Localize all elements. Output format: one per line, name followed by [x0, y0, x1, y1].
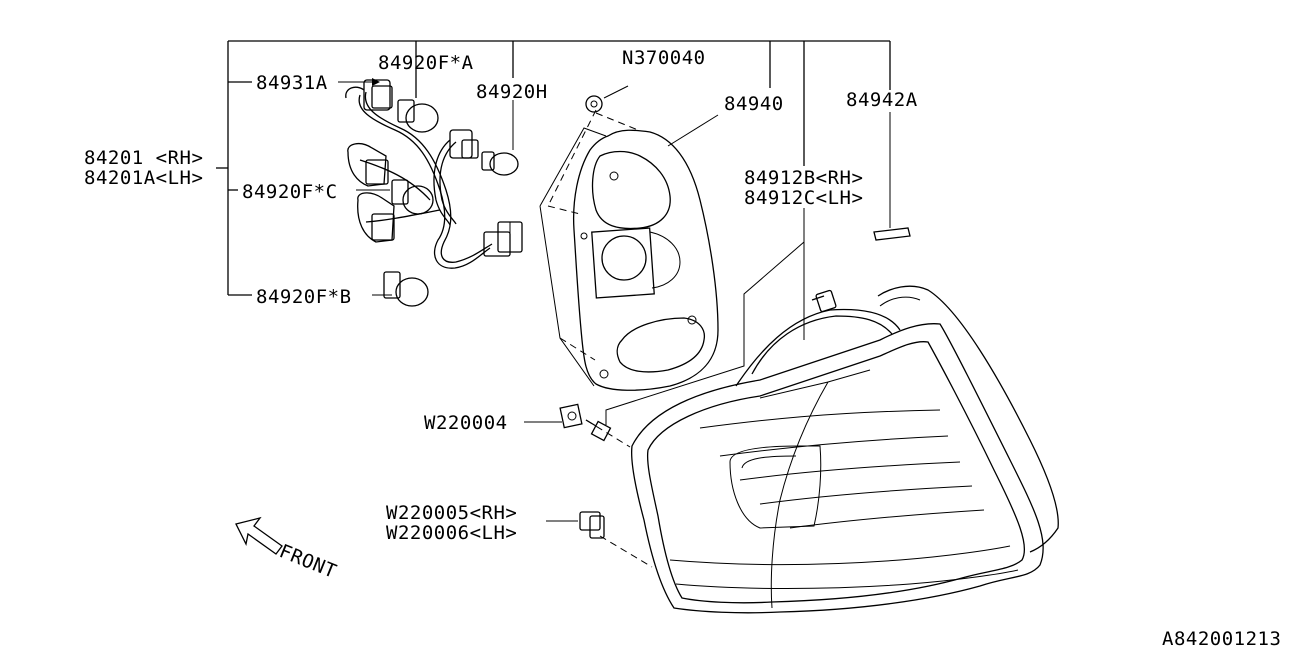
label-bulb-c: 84920F*C	[242, 181, 338, 203]
label-clip-rh: W220005<RH>	[386, 502, 517, 524]
front-arrow-icon	[235, 516, 283, 555]
bracket-84940	[539, 127, 719, 391]
label-lens-rh: 84912B<RH>	[744, 167, 863, 189]
bulb-84920f-a	[397, 99, 439, 133]
label-seal: 84942A	[846, 89, 918, 111]
label-nut: N370040	[622, 47, 706, 69]
lens-84912	[630, 227, 1059, 614]
label-diagram-code: A842001213	[1162, 628, 1281, 650]
label-socket: 84931A	[256, 72, 328, 94]
label-lens-lh: 84912C<LH>	[744, 187, 863, 209]
labels: 84201 <RH> 84201A<LH> 84931A 84920F*A 84…	[84, 47, 1281, 650]
label-clip-lh: W220006<LH>	[386, 522, 517, 544]
label-bulb-h: 84920H	[476, 81, 548, 103]
nut-n370040	[585, 95, 603, 113]
socket-84931a	[345, 79, 393, 111]
clip-w220005	[579, 511, 605, 539]
label-bulb-b: 84920F*B	[256, 286, 352, 308]
wire-harness	[358, 91, 493, 269]
harness-connector	[483, 221, 523, 257]
label-assy-lh: 84201A<LH>	[84, 167, 203, 189]
label-bulb-a: 84920F*A	[378, 52, 474, 74]
bulb-84920f-c	[347, 142, 434, 243]
bulb-84920f-b	[383, 271, 429, 307]
label-bracket: 84940	[724, 93, 784, 115]
label-assy-rh: 84201 <RH>	[84, 147, 203, 169]
bolt-w220004	[559, 403, 612, 442]
label-bolt: W220004	[424, 412, 508, 434]
label-front: FRONT	[276, 540, 340, 583]
bulb-84920h	[449, 129, 519, 176]
leader-lines	[216, 40, 891, 568]
